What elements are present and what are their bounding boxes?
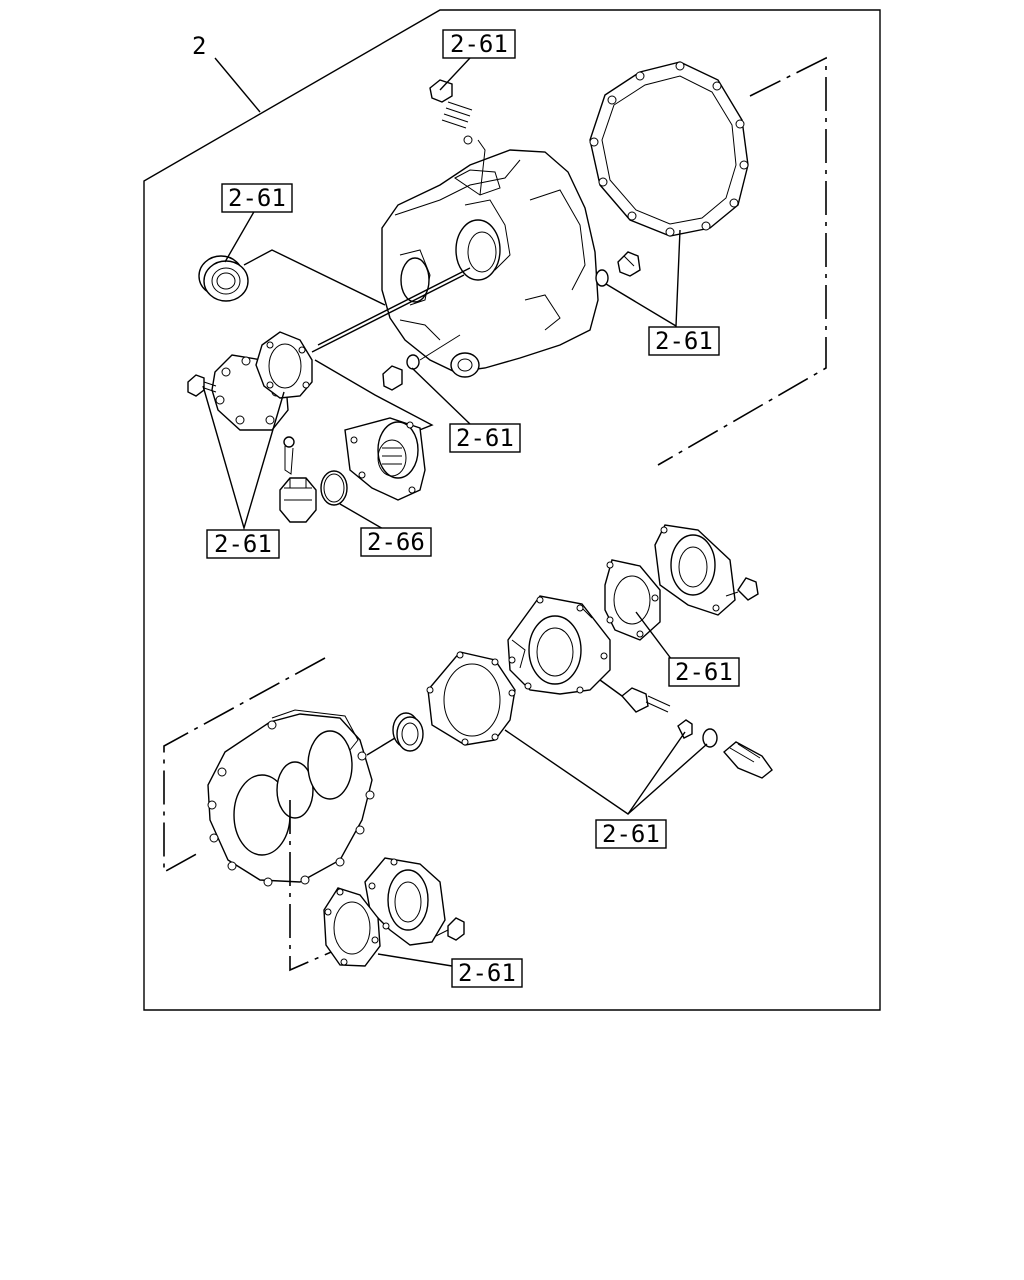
cotter-pin (283, 436, 295, 475)
callout-c6: 2-66 (360, 527, 432, 557)
assembly-frame (143, 9, 881, 1011)
assembly-number: 2 (192, 32, 206, 60)
leader-c8 (504, 729, 708, 815)
svg-text:2-61: 2-61 (602, 820, 660, 848)
callout-c8: 2-61 (595, 819, 667, 849)
upper-bracket-line (657, 56, 827, 466)
assembly-number-leader (214, 57, 261, 113)
output-housing (364, 857, 446, 946)
leader-c5 (202, 385, 285, 531)
check-plug-and-spring (429, 79, 473, 145)
intermediate-gasket (426, 651, 516, 746)
svg-text:2-61: 2-61 (228, 184, 286, 212)
extension-housing (507, 595, 611, 695)
small-plug-axis (419, 334, 461, 361)
callout-c3: 2-61 (648, 326, 720, 356)
svg-text:2-61: 2-61 (458, 959, 516, 987)
output-bolt (435, 917, 465, 941)
drain-plug (617, 251, 641, 277)
small-plug-o-ring (406, 354, 420, 370)
small-plug (382, 365, 403, 391)
leader-c4 (411, 367, 471, 425)
drain-plug-o-ring (595, 269, 609, 287)
sensor-o-ring (702, 728, 718, 748)
leader-c2 (224, 209, 256, 263)
large-o-ring-inner (323, 473, 345, 503)
output-gasket (323, 887, 381, 967)
shaft-line-upper (317, 267, 471, 346)
svg-text:2-61: 2-61 (655, 327, 713, 355)
leader-c1 (439, 57, 471, 91)
shaft-line-lower (311, 274, 465, 353)
companion-flange (344, 417, 426, 501)
flange-axis-line (314, 359, 434, 434)
svg-text:2-61: 2-61 (214, 530, 272, 558)
callout-c7: 2-61 (668, 657, 740, 687)
oil-seal (198, 255, 249, 302)
svg-text:2-61: 2-61 (450, 30, 508, 58)
case-gasket (589, 61, 749, 237)
leader-c7 (635, 611, 673, 661)
housing-axis-line (289, 800, 346, 972)
svg-text:2-61: 2-61 (675, 658, 733, 686)
transmission-case (381, 139, 599, 378)
callout-c9: 2-61 (451, 958, 523, 988)
large-o-ring (320, 470, 348, 506)
rear-cover (654, 524, 736, 616)
lower-bracket-line (163, 657, 326, 874)
sensor-sleeve (677, 719, 693, 739)
callout-c1: 2-61 (442, 29, 516, 59)
cover-bolt (725, 577, 759, 601)
lower-seal-axis (366, 737, 396, 756)
retainer-gasket (255, 331, 313, 399)
lower-oil-seal (392, 712, 424, 752)
speed-sensor (620, 687, 671, 713)
retainer-bolt (187, 374, 217, 397)
castle-nut (279, 477, 317, 523)
svg-text:2-66: 2-66 (367, 528, 425, 556)
cover-gasket (604, 559, 661, 641)
seal-axis-line (243, 249, 386, 306)
callout-c2: 2-61 (221, 183, 293, 213)
neutral-switch (723, 741, 773, 779)
sensor-axis (599, 679, 623, 697)
transfer-case-housing (207, 709, 375, 887)
leader-c3 (605, 229, 681, 328)
callout-c4: 2-61 (449, 423, 521, 453)
leader-c9 (377, 953, 453, 967)
svg-text:2-61: 2-61 (456, 424, 514, 452)
leader-c6 (339, 503, 386, 531)
callout-c5: 2-61 (206, 529, 280, 559)
